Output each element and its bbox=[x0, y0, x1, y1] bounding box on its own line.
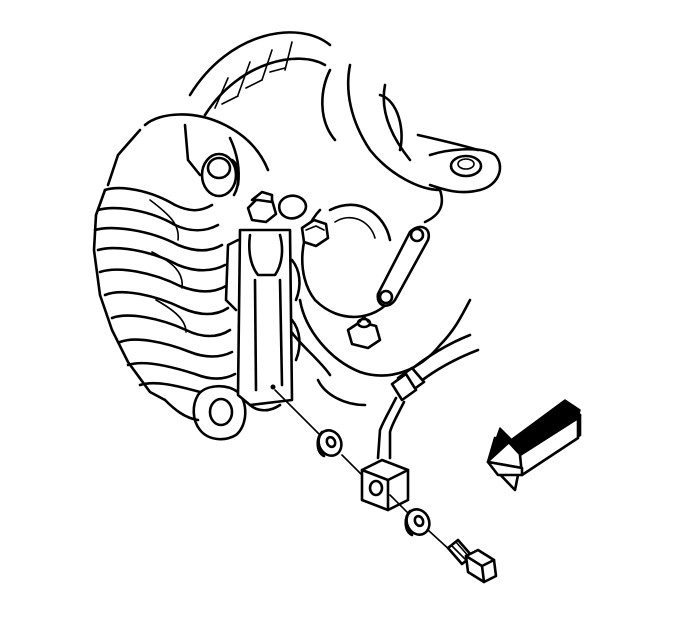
brake-hose bbox=[376, 333, 480, 460]
copper-washer-outer bbox=[404, 508, 431, 537]
caliper-mounting-bolt bbox=[200, 152, 330, 248]
brake-hose-bolt bbox=[446, 538, 498, 584]
brake-hose-fitting bbox=[360, 458, 410, 512]
rotor bbox=[188, 31, 332, 117]
knuckle-nut bbox=[346, 315, 382, 350]
caliper-bracket bbox=[224, 228, 301, 412]
tie-rod-link bbox=[376, 225, 431, 307]
copper-washer-inner bbox=[316, 429, 343, 458]
brake-caliper bbox=[92, 113, 270, 441]
direction-arrow bbox=[486, 399, 582, 492]
steering-knuckle bbox=[288, 63, 502, 407]
